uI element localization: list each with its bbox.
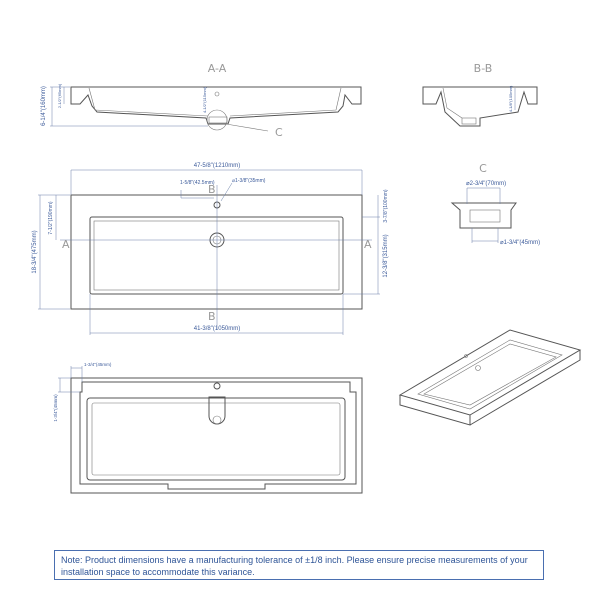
overall-depth-dim: 18-3/4"(475mm) xyxy=(32,230,38,273)
c-top-dim: ⌀2-3/4"(70mm) xyxy=(466,181,506,187)
section-a-left: A xyxy=(62,238,70,251)
notch-depth-dim: 1-3/4"(45mm) xyxy=(53,394,58,422)
detail-c-ref: C xyxy=(275,126,283,139)
section-bb: B-B 4-1/8"(105mm) xyxy=(422,62,538,127)
section-aa-title: A-A xyxy=(208,62,227,75)
faucet-hole-dim: ⌀1-3/8"(35mm) xyxy=(232,178,266,184)
basin-width-dim: 41-3/8"(1050mm) xyxy=(194,326,240,332)
aa-rim-dim: 2-1/2"(65mm) xyxy=(57,83,62,108)
notch-width-dim: 1-3/4"(45mm) xyxy=(84,362,112,367)
section-aa: A-A C 6-1/4"(160mm) 2-1/2"(65mm) 4-1/2"(… xyxy=(41,62,362,139)
basin-depth-dim: 12-3/8"(315mm) xyxy=(383,234,389,277)
section-bb-title: B-B xyxy=(474,62,493,75)
section-a-right: A xyxy=(364,238,372,251)
bb-depth-dim: 4-1/8"(105mm) xyxy=(508,85,513,112)
detail-c-title: C xyxy=(479,162,487,175)
faucet-offset-dim: 1-5/8"(42.5mm) xyxy=(180,180,215,186)
tolerance-note: Note: Product dimensions have a manufact… xyxy=(54,550,544,580)
bottom-view: 1-3/4"(45mm) 1-3/4"(45mm) xyxy=(53,362,363,494)
aa-height-dim: 6-1/4"(160mm) xyxy=(41,86,47,126)
isometric-view xyxy=(398,329,582,426)
aa-center-dim: 4-1/2"(115mm) xyxy=(202,86,207,113)
detail-c: C ⌀2-3/4"(70mm) ⌀1-3/4"(45mm) xyxy=(450,162,540,246)
top-view: 47-5/8"(1210mm) 41-3/8"(1050mm) 18-3/4"(… xyxy=(32,163,389,335)
drain-offset-dim: 7-1/2"(190mm) xyxy=(48,201,54,235)
c-bottom-dim: ⌀1-3/4"(45mm) xyxy=(500,240,540,246)
section-b-top: B xyxy=(208,183,216,196)
overall-width-dim: 47-5/8"(1210mm) xyxy=(194,163,240,169)
basin-offset-dim: 3-7/8"(100mm) xyxy=(383,189,389,223)
section-b-bottom: B xyxy=(208,310,216,323)
